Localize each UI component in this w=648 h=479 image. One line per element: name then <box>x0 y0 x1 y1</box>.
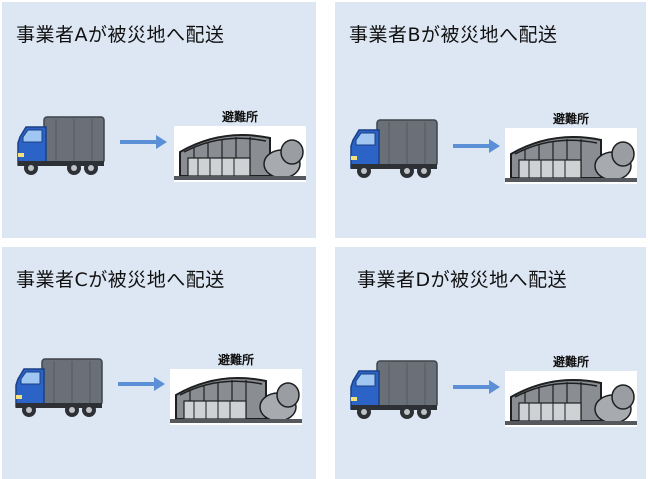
shelter-building-icon <box>505 128 637 184</box>
delivery-truck-icon <box>17 116 105 175</box>
delivery-truck-icon <box>350 360 438 419</box>
panel-title: 事業者Cが被災地へ配送 <box>16 269 225 291</box>
panel-b: 事業者Bが被災地へ配送 避難所 <box>335 2 646 238</box>
shelter-building-icon <box>174 126 306 182</box>
shelter-label: 避難所 <box>552 355 589 369</box>
shelter-building-icon <box>170 369 302 425</box>
shelter-label: 避難所 <box>552 112 589 126</box>
shelter: 避難所 <box>505 112 637 184</box>
right-arrow-icon <box>453 139 500 153</box>
right-arrow-icon <box>118 377 165 391</box>
delivery-truck-icon <box>15 358 103 417</box>
right-arrow-icon <box>453 380 500 394</box>
shelter-label: 避難所 <box>217 353 254 367</box>
shelter: 避難所 <box>505 355 637 427</box>
shelter-building-icon <box>505 371 637 427</box>
right-arrow-icon <box>120 135 167 149</box>
panel-d: 事業者Dが被災地へ配送 避難所 <box>335 247 646 479</box>
shelter-label: 避難所 <box>221 110 258 124</box>
panel-a: 事業者Aが被災地へ配送 避難所 <box>2 2 316 238</box>
delivery-truck-icon <box>350 119 438 178</box>
shelter: 避難所 <box>170 353 302 425</box>
shelter: 避難所 <box>174 110 306 182</box>
panel-c: 事業者Cが被災地へ配送 避難所 <box>2 247 316 479</box>
panel-title: 事業者Bが被災地へ配送 <box>349 24 558 46</box>
panel-title: 事業者Dが被災地へ配送 <box>357 269 568 291</box>
panel-title: 事業者Aが被災地へ配送 <box>16 24 225 46</box>
